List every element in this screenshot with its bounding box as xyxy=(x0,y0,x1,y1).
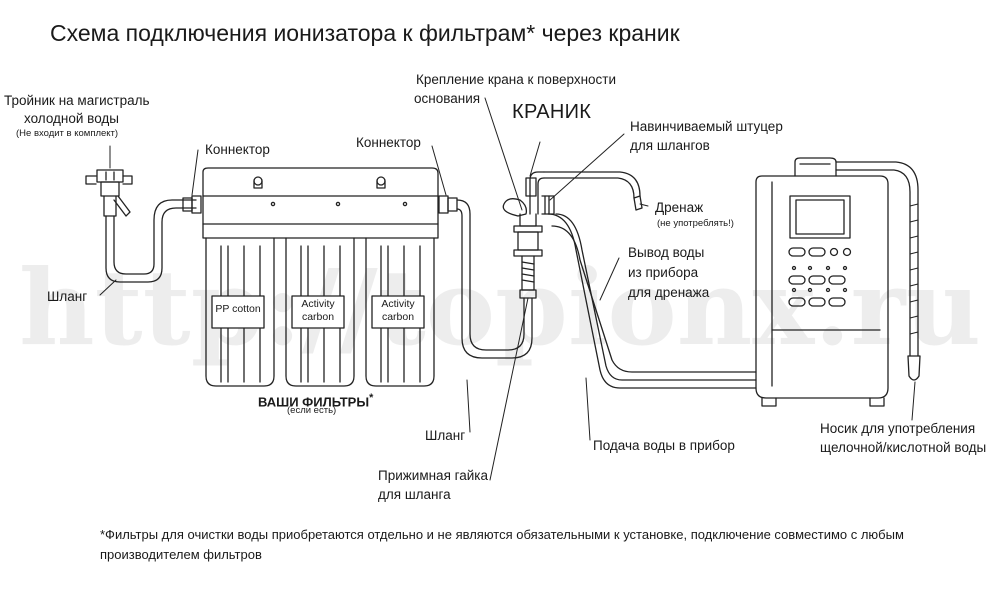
label-nut-line2: для шланга xyxy=(378,487,451,502)
label-connector-right: Коннектор xyxy=(356,135,421,150)
cartridge-2-line1: Activity xyxy=(301,298,335,310)
hose-tee-to-filter xyxy=(105,199,197,283)
drain-tube xyxy=(543,171,643,211)
watermark: http://topionx.ru xyxy=(19,246,981,369)
label-drain: Дренаж xyxy=(655,200,704,215)
label-tee-note: (Не входит в комплект) xyxy=(16,128,119,139)
label-connector-left: Коннектор xyxy=(205,142,270,157)
cartridge-3-line2: carbon xyxy=(381,311,415,323)
filters-title: ВАШИ ФИЛЬТРЫ* xyxy=(258,389,373,411)
tee-valve-icon xyxy=(85,169,133,217)
cartridge-label-3: Activity carbon xyxy=(372,298,424,324)
filters-asterisk: * xyxy=(369,392,374,404)
label-fitting-line1: Навинчиваемый штуцер xyxy=(630,119,783,134)
leader-lines xyxy=(99,97,916,481)
diagram-title: Схема подключения ионизатора к фильтрам*… xyxy=(50,20,680,46)
label-tee-line2: холодной воды xyxy=(24,111,119,126)
faucet-icon xyxy=(502,171,555,299)
cartridge-2-line2: carbon xyxy=(301,311,335,323)
footnote: *Фильтры для очистки воды приобретаются … xyxy=(100,527,904,562)
label-tee-line1: Тройник на магистраль xyxy=(4,93,150,108)
filter-housing xyxy=(202,167,439,387)
label-outlet-line2: из прибора xyxy=(628,265,699,280)
label-hose-bottom: Шланг xyxy=(425,428,466,443)
label-spout-line1: Носик для употребления xyxy=(820,421,976,436)
cartridge-3-line1: Activity xyxy=(381,298,415,310)
cartridge-label-2: Activity carbon xyxy=(292,298,344,324)
label-spout-line2: щелочной/кислотной воды xyxy=(820,440,987,455)
label-outlet-line1: Вывод воды xyxy=(628,245,705,260)
label-mount-line2: основания xyxy=(414,91,481,106)
ionizer-spout-icon xyxy=(835,161,921,381)
label-kranik: КРАНИК xyxy=(512,101,592,123)
label-drain-note: (не употреблять!) xyxy=(657,218,734,229)
ionizer-device-icon xyxy=(755,157,889,407)
hose-filter-to-faucet xyxy=(456,199,533,359)
cartridge-label-1: PP cotton xyxy=(212,298,264,316)
connector-right-icon xyxy=(438,195,458,214)
label-mount-line1: Крепление крана к поверхности xyxy=(416,72,617,87)
connector-left-icon xyxy=(182,195,202,214)
filters-title-text: ВАШИ ФИЛЬТРЫ xyxy=(258,394,370,410)
label-nut-line1: Прижимная гайка xyxy=(378,468,489,483)
label-supply: Подача воды в прибор xyxy=(593,438,735,453)
label-outlet-line3: для дренажа xyxy=(628,285,710,300)
ionizer-drain-hose xyxy=(551,225,757,373)
cartridge-1-line1: PP cotton xyxy=(215,303,261,315)
label-hose-left: Шланг xyxy=(47,289,88,304)
filters-note: (если есть) xyxy=(287,405,337,416)
label-fitting-line2: для шлангов xyxy=(630,138,710,153)
ionizer-supply-hose xyxy=(547,213,757,389)
